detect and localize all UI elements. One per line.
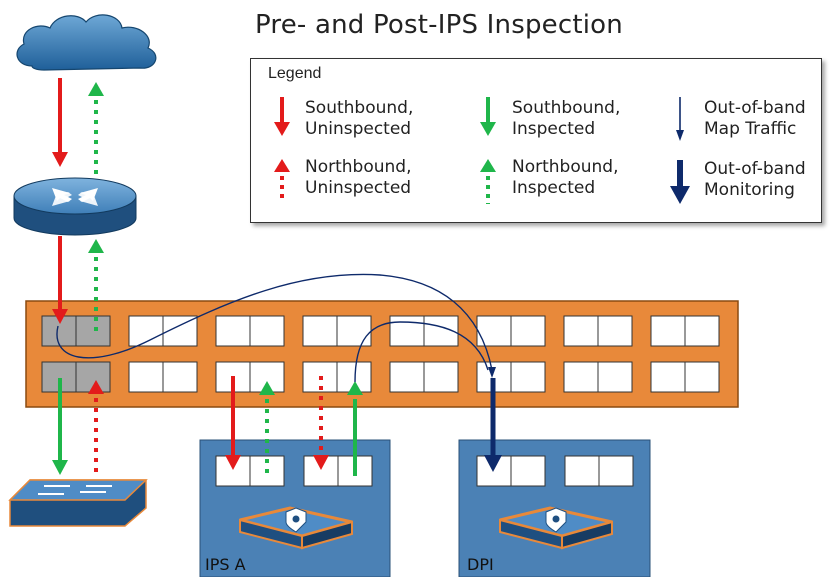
legend-glyph-southbound-uninspected bbox=[274, 97, 290, 136]
legend-item-northbound-inspected: Northbound, Inspected bbox=[512, 157, 618, 199]
switch-port bbox=[650, 315, 686, 347]
legend-item-line2: Inspected bbox=[512, 178, 596, 198]
legend-item-line1: Southbound, bbox=[512, 98, 621, 118]
arrow-southbound-uninspected bbox=[225, 376, 241, 470]
switch-port bbox=[389, 361, 425, 393]
legend-item-line2: Inspected bbox=[512, 119, 596, 139]
legend: Legend Southbound, Uninspected Northboun… bbox=[250, 58, 822, 223]
security-appliance-icon bbox=[499, 506, 613, 550]
legend-item-southbound-inspected: Southbound, Inspected bbox=[512, 98, 620, 140]
legend-item-line1: Out-of-band bbox=[704, 98, 806, 118]
switch-port bbox=[215, 315, 251, 347]
switch-port bbox=[650, 361, 686, 393]
legend-item-northbound-uninspected: Northbound, Uninspected bbox=[305, 157, 411, 199]
legend-item-line2: Uninspected bbox=[305, 178, 412, 198]
legend-item-line1: Out-of-band bbox=[704, 159, 806, 179]
ips-label: IPS A bbox=[205, 555, 246, 574]
arrowhead-oob-map-traffic bbox=[488, 367, 496, 378]
switch-port bbox=[336, 361, 372, 393]
switch-port bbox=[423, 361, 459, 393]
switch-port bbox=[597, 361, 633, 393]
switch-port bbox=[389, 315, 425, 347]
legend-glyph-southbound-inspected bbox=[480, 97, 496, 136]
legend-item-oob-map-traffic: Out-of-band Map Traffic bbox=[704, 98, 806, 140]
switch-port bbox=[684, 361, 720, 393]
switch-port bbox=[510, 361, 546, 393]
legend-item-line2: Monitoring bbox=[704, 180, 795, 200]
legend-item-line1: Southbound, bbox=[305, 98, 414, 118]
legend-item-oob-monitoring: Out-of-band Monitoring bbox=[704, 159, 806, 201]
switch-icon bbox=[8, 479, 148, 527]
switch-port bbox=[476, 315, 512, 347]
switch-port bbox=[563, 361, 599, 393]
switch-ports bbox=[41, 315, 720, 393]
switch-port bbox=[75, 315, 111, 347]
switch-port bbox=[563, 315, 599, 347]
arrow-southbound-uninspected bbox=[52, 236, 68, 324]
arrow-northbound-inspected bbox=[259, 381, 275, 476]
arrow-southbound-inspected bbox=[52, 378, 68, 475]
security-appliance-icon bbox=[239, 506, 353, 550]
legend-glyph-northbound-inspected bbox=[480, 159, 496, 204]
arrow-southbound-inspected bbox=[347, 381, 363, 476]
router-icon bbox=[13, 177, 137, 236]
legend-item-southbound-uninspected: Southbound, Uninspected bbox=[305, 98, 413, 140]
legend-title: Legend bbox=[268, 65, 322, 82]
switch-port bbox=[162, 361, 198, 393]
switch-port bbox=[510, 315, 546, 347]
legend-glyph-northbound-uninspected bbox=[274, 159, 290, 200]
switch-port bbox=[249, 315, 285, 347]
switch-port bbox=[597, 315, 633, 347]
legend-glyph-oob-monitoring bbox=[670, 160, 690, 204]
arrow-oob-monitoring bbox=[484, 378, 502, 472]
legend-item-line2: Map Traffic bbox=[704, 119, 797, 139]
legend-item-line2: Uninspected bbox=[305, 119, 412, 139]
page-title: Pre- and Post-IPS Inspection bbox=[255, 10, 623, 40]
dpi-label: DPI bbox=[467, 555, 494, 574]
switch-port bbox=[302, 315, 338, 347]
arrow-northbound-uninspected bbox=[88, 380, 104, 476]
cloud-icon bbox=[16, 14, 157, 71]
arrow-northbound-uninspected bbox=[313, 376, 329, 470]
arrow-oob-map-traffic bbox=[56, 273, 493, 383]
arrow-southbound-uninspected bbox=[52, 78, 68, 167]
arrow-northbound-inspected bbox=[88, 82, 104, 178]
switch-port bbox=[684, 315, 720, 347]
legend-item-line1: Northbound, bbox=[305, 157, 412, 177]
switch-port bbox=[336, 315, 372, 347]
arrow-northbound-inspected bbox=[88, 239, 104, 336]
legend-item-line1: Northbound, bbox=[512, 157, 619, 177]
switch-port bbox=[128, 361, 164, 393]
legend-glyph-oob-map-traffic bbox=[676, 97, 684, 141]
switch-port bbox=[128, 315, 164, 347]
